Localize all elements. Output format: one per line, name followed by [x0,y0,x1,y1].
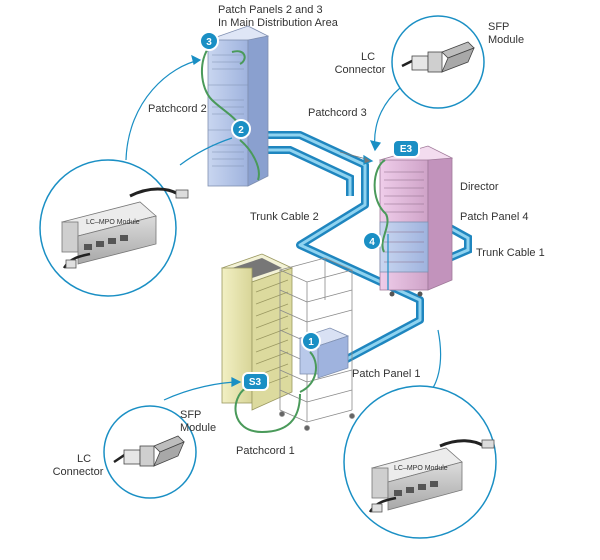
callout-leaders [125,54,442,401]
patch-cords [201,45,389,434]
callout-lc-mpo-right: LC–MPO Module [343,385,497,539]
svg-text:2: 2 [238,125,244,136]
label-patch-panel-4: Patch Panel 4 [460,211,529,223]
label-sfp-top-1: SFP [488,21,509,33]
badge-e3: E3 [392,139,420,158]
badge-s3: S3 [242,372,269,391]
label-trunk-cable-1: Trunk Cable 1 [476,247,545,259]
svg-text:S3: S3 [249,377,262,388]
director-rack [378,145,454,297]
lc-mpo-module-label-right: LC–MPO Module [394,465,448,472]
callout-sfp-top [391,15,485,109]
label-trunk-cable-2: Trunk Cable 2 [250,211,319,223]
label-patchcord-3: Patchcord 3 [308,107,367,119]
svg-text:1: 1 [308,337,314,348]
label-lc-bottom-2: Connector [53,466,104,478]
badge-4: 4 [362,231,382,251]
label-patch-panels-23-line1: Patch Panels 2 and 3 [218,4,323,16]
badge-2: 2 [231,119,251,139]
label-sfp-top-2: Module [488,34,524,46]
label-patch-panels-23-line2: In Main Distribution Area [218,17,339,29]
label-lc-top-2: Connector [335,64,386,76]
label-patchcord-1: Patchcord 1 [236,445,295,457]
badge-1: 1 [301,331,321,351]
svg-text:4: 4 [369,237,375,248]
trunk-cable-1 [438,224,472,266]
label-lc-top-1: LC [361,51,375,63]
callout-sfp-bottom [103,405,197,499]
lc-mpo-module-label: LC–MPO Module [86,219,140,226]
label-patchcord-2: Patchcord 2 [148,103,207,115]
label-sfp-bottom-2: Module [180,422,216,434]
label-director: Director [460,181,499,193]
trunk-cable-2 [242,131,424,372]
label-sfp-bottom-1: SFP [180,409,201,421]
label-patch-panel-1: Patch Panel 1 [352,368,421,380]
callout-lc-mpo-left: LC–MPO Module [39,159,189,297]
label-lc-bottom-1: LC [77,453,91,465]
badge-3: 3 [199,31,219,51]
svg-text:E3: E3 [400,144,413,155]
open-frame-rack [278,257,355,431]
main-distribution-rack [206,25,270,187]
svg-text:3: 3 [206,37,212,48]
